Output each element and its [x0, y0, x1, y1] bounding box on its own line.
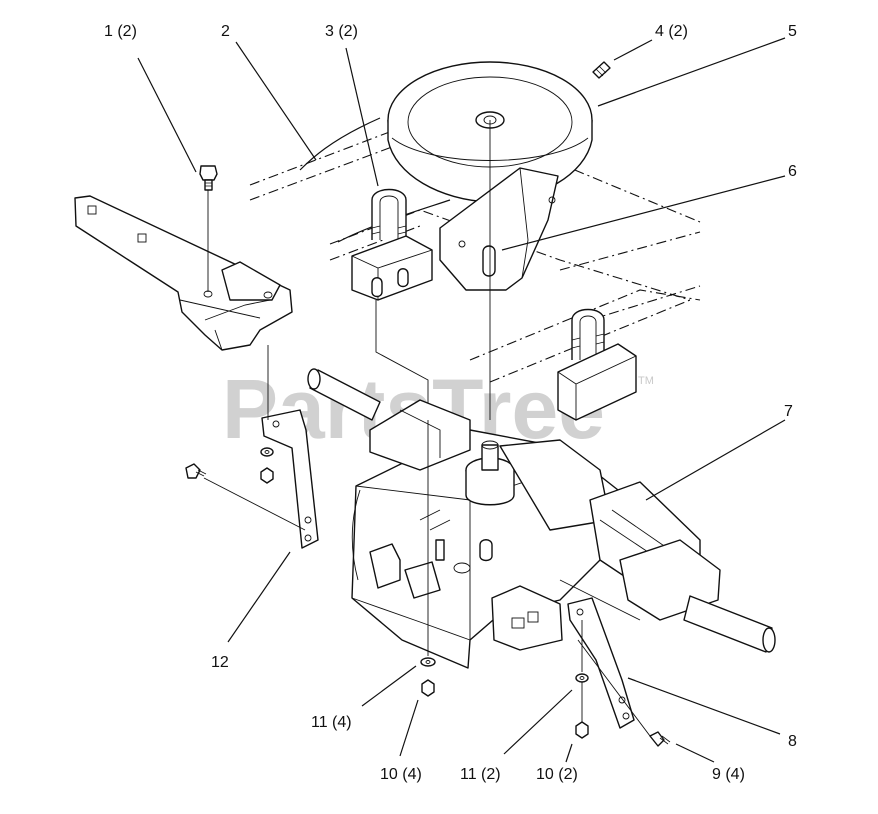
callout-3: 3 (2) — [325, 23, 358, 40]
axle-right — [559, 481, 776, 653]
callout-labels: 1 (2) 2 3 (2) 4 (2) 5 6 7 8 9 (4) 10 (4)… — [104, 23, 797, 783]
part-3-u-bolt-upper — [351, 188, 433, 420]
hardware-center — [420, 420, 436, 697]
callout-11-left: 11 (4) — [311, 714, 352, 731]
part-6-pulley-bracket — [439, 120, 559, 420]
axle-stub-left — [307, 368, 381, 421]
left-frame-bracket — [74, 195, 293, 351]
part-7-transaxle — [351, 399, 621, 669]
callout-5: 5 — [788, 23, 797, 40]
callout-12: 12 — [211, 654, 229, 671]
callout-10-left: 10 (4) — [380, 766, 422, 783]
callout-7: 7 — [784, 403, 793, 420]
leader-lines — [137, 37, 786, 763]
callout-2: 2 — [221, 23, 230, 40]
callout-10-right: 10 (2) — [536, 766, 578, 783]
part-1-bolt — [199, 165, 218, 292]
hardware-right — [575, 620, 671, 747]
callout-9: 9 (4) — [712, 766, 745, 783]
callout-11-right: 11 (2) — [460, 766, 501, 783]
part-3-u-bolt-lower — [557, 308, 637, 421]
part-4-set-screw — [592, 61, 611, 79]
part-12-bracket — [261, 345, 319, 549]
callout-6: 6 — [788, 163, 797, 180]
callout-8: 8 — [788, 733, 797, 750]
part-8-bracket — [567, 597, 635, 729]
callout-4: 4 (2) — [655, 23, 688, 40]
hardware-left — [185, 447, 306, 531]
callout-1: 1 (2) — [104, 23, 137, 40]
watermark-trademark: TM — [638, 375, 654, 387]
